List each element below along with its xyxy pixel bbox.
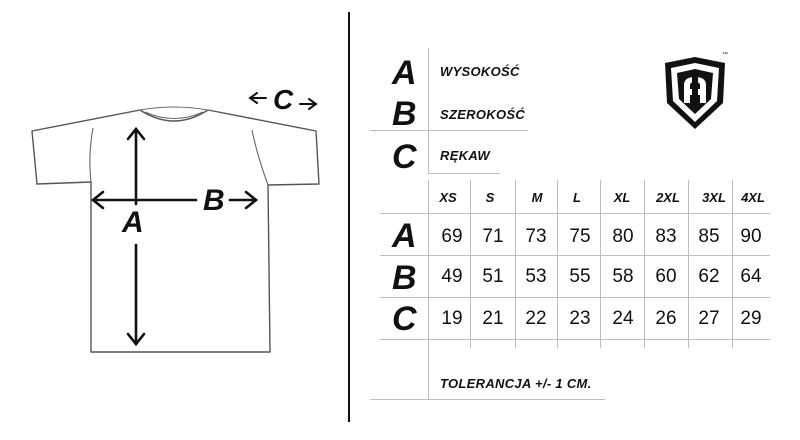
legend-text-width: SZEROKOŚĆ (440, 107, 526, 122)
table-vline-3 (557, 180, 558, 348)
table-cell: 90 (740, 226, 762, 247)
diagram-label-a: A (122, 206, 144, 239)
table-vline-6 (688, 180, 689, 348)
legend-hline-1 (370, 130, 430, 131)
table-hline-bottom (370, 399, 605, 400)
collar-outer (139, 109, 209, 122)
table-cell: 26 (655, 308, 677, 329)
legend-letter-b: B (392, 95, 417, 133)
row-label-c: C (392, 300, 417, 338)
table-cell: 71 (482, 226, 504, 247)
table-cell: 51 (482, 266, 504, 287)
table-hline-row3 (380, 339, 770, 340)
arrow-a (126, 126, 146, 347)
legend-text-height: WYSOKOŚĆ (440, 64, 520, 79)
size-header-3xl: 3XL (702, 190, 726, 205)
table-cell: 75 (569, 226, 591, 247)
shield-logo-icon (665, 57, 725, 129)
tshirt-diagram (31, 92, 320, 353)
legend-vline (428, 48, 429, 173)
diagram-label-c: C (273, 84, 294, 115)
table-cell: 62 (698, 266, 720, 287)
table-hline-header (380, 213, 770, 214)
size-header-xs: XS (439, 190, 457, 205)
table-cell: 49 (441, 266, 463, 287)
tshirt-outline (31, 109, 320, 353)
table-cell: 19 (441, 308, 463, 329)
table-cell: 85 (698, 226, 720, 247)
table-cell: 24 (612, 308, 634, 329)
legend-hline-2 (428, 173, 500, 174)
table-cell: 55 (569, 266, 591, 287)
size-header-l: L (573, 190, 581, 205)
table-vline-0 (428, 180, 429, 400)
trademark-mark: ™ (722, 52, 728, 58)
table-cell: 21 (482, 308, 504, 329)
table-vline-2 (515, 180, 516, 348)
size-header-m: M (531, 190, 543, 205)
row-label-a: A (392, 217, 417, 255)
collar-back (139, 106, 209, 111)
vertical-divider (348, 12, 350, 422)
size-header-xl: XL (613, 190, 631, 205)
table-cell: 73 (525, 226, 547, 247)
table-hline-row1 (380, 255, 770, 256)
row-label-b: B (392, 259, 417, 297)
arrow-c (248, 92, 318, 110)
size-header-s: S (485, 190, 495, 205)
size-header-4xl: 4XL (741, 190, 765, 205)
table-cell: 80 (612, 226, 634, 247)
legend-letter-a: A (392, 54, 417, 92)
table-cell: 58 (612, 266, 634, 287)
table-cell: 22 (525, 308, 547, 329)
legend-letter-c: C (392, 138, 417, 176)
table-cell: 29 (740, 308, 762, 329)
arrow-b (90, 190, 259, 210)
tolerance-note: TOLERANCJA +/- 1 CM. (440, 376, 592, 391)
legend-text-sleeve: RĘKAW (440, 148, 490, 163)
legend-hline-1b (428, 130, 528, 131)
table-cell: 83 (655, 226, 677, 247)
table-cell: 27 (698, 308, 720, 329)
size-header-2xl: 2XL (656, 190, 680, 205)
collar-inner (144, 111, 204, 119)
table-cell: 60 (655, 266, 677, 287)
diagram-label-b: B (203, 184, 225, 217)
sleeve-seam-left (89, 127, 94, 183)
table-hline-row2 (380, 297, 770, 298)
table-vline-5 (644, 180, 645, 348)
table-vline-1 (470, 180, 471, 348)
sleeve-seam-right (251, 129, 269, 186)
table-cell: 53 (525, 266, 547, 287)
table-cell: 23 (569, 308, 591, 329)
table-cell: 64 (740, 266, 762, 287)
table-vline-4 (600, 180, 601, 348)
table-vline-7 (732, 180, 733, 348)
table-cell: 69 (441, 226, 463, 247)
